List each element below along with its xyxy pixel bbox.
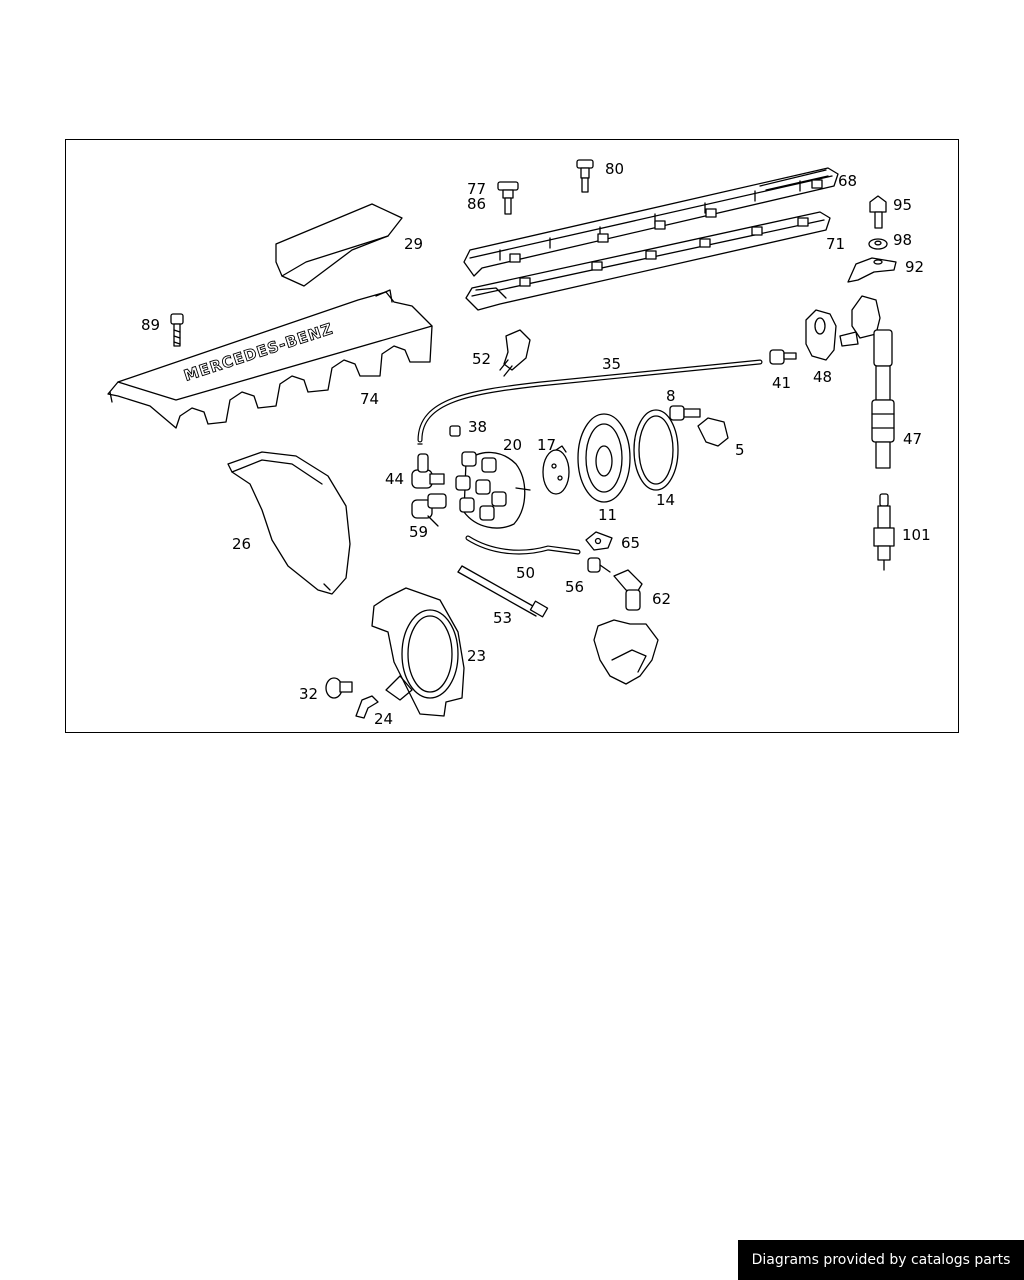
part-20-distributor-cap[interactable] bbox=[455, 451, 531, 529]
callout-95: 95 bbox=[893, 196, 912, 214]
part-89-bolt[interactable] bbox=[170, 313, 184, 347]
callout-26: 26 bbox=[232, 535, 251, 553]
callout-53: 53 bbox=[493, 609, 512, 627]
part-101-spark-plug[interactable] bbox=[873, 493, 895, 571]
callout-11: 11 bbox=[598, 506, 617, 524]
callout-24: 24 bbox=[374, 710, 393, 728]
callout-23: 23 bbox=[467, 647, 486, 665]
part-41-plug[interactable] bbox=[769, 349, 797, 365]
part-29-cover[interactable] bbox=[275, 203, 403, 287]
part-74-engine-cover[interactable] bbox=[107, 291, 433, 429]
part-5-sensor[interactable] bbox=[697, 417, 729, 447]
callout-41: 41 bbox=[772, 374, 791, 392]
part-59-connector[interactable] bbox=[411, 493, 447, 527]
part-53-rod[interactable] bbox=[457, 565, 549, 618]
part-56-connector[interactable] bbox=[587, 557, 611, 573]
callout-98: 98 bbox=[893, 231, 912, 249]
part-50-cable[interactable] bbox=[465, 535, 581, 555]
part-14-seal-ring[interactable] bbox=[633, 409, 679, 491]
part-44-connector[interactable] bbox=[411, 453, 445, 489]
part-23-housing[interactable] bbox=[371, 587, 465, 717]
callout-77: 77 bbox=[467, 180, 486, 198]
callout-74: 74 bbox=[360, 390, 379, 408]
part-62-angle-connector[interactable] bbox=[613, 569, 643, 611]
callout-17: 17 bbox=[537, 436, 556, 454]
callout-48: 48 bbox=[813, 368, 832, 386]
callout-52: 52 bbox=[472, 350, 491, 368]
callout-86: 86 bbox=[467, 195, 486, 213]
callout-50: 50 bbox=[516, 564, 535, 582]
callout-8: 8 bbox=[666, 387, 676, 405]
callout-80: 80 bbox=[605, 160, 624, 178]
part-24-clip[interactable] bbox=[355, 695, 379, 719]
callout-65: 65 bbox=[621, 534, 640, 552]
part-48-holder[interactable] bbox=[805, 309, 837, 361]
part-32-bolt[interactable] bbox=[325, 677, 353, 699]
callout-89: 89 bbox=[141, 316, 160, 334]
part-17-rotor[interactable] bbox=[542, 445, 570, 495]
part-98-washer[interactable] bbox=[868, 238, 888, 250]
diagram-frame bbox=[65, 139, 959, 733]
part-92-bracket[interactable] bbox=[847, 257, 897, 283]
part-71-cable-rail[interactable] bbox=[465, 211, 831, 311]
callout-101: 101 bbox=[902, 526, 931, 544]
footer-credit: Diagrams provided by catalogs parts bbox=[738, 1240, 1024, 1280]
part-52-clip[interactable] bbox=[499, 329, 531, 377]
part-47-ignition-connector[interactable] bbox=[839, 295, 895, 469]
callout-29: 29 bbox=[404, 235, 423, 253]
callout-32: 32 bbox=[299, 685, 318, 703]
callout-38: 38 bbox=[468, 418, 487, 436]
part-26-side-cover[interactable] bbox=[227, 451, 351, 595]
callout-44: 44 bbox=[385, 470, 404, 488]
part-11-rotor-disc[interactable] bbox=[577, 413, 631, 503]
callout-92: 92 bbox=[905, 258, 924, 276]
callout-20: 20 bbox=[503, 436, 522, 454]
part-35-vacuum-line[interactable] bbox=[417, 359, 763, 445]
part-68-cable-rail[interactable] bbox=[463, 167, 839, 277]
part-38-nut[interactable] bbox=[449, 425, 461, 437]
callout-56: 56 bbox=[565, 578, 584, 596]
callout-68: 68 bbox=[838, 172, 857, 190]
part-65-retainer[interactable] bbox=[585, 531, 613, 551]
part-77-86-bolt[interactable] bbox=[497, 181, 519, 215]
part-8-screw[interactable] bbox=[669, 405, 701, 421]
callout-59: 59 bbox=[409, 523, 428, 541]
callout-62: 62 bbox=[652, 590, 671, 608]
part-62-housing-blob[interactable] bbox=[593, 619, 659, 685]
callout-5: 5 bbox=[735, 441, 745, 459]
callout-35: 35 bbox=[602, 355, 621, 373]
part-95-bolt[interactable] bbox=[869, 195, 887, 229]
callout-14: 14 bbox=[656, 491, 675, 509]
callout-71: 71 bbox=[826, 235, 845, 253]
part-80-bolt[interactable] bbox=[576, 159, 594, 193]
callout-47: 47 bbox=[903, 430, 922, 448]
